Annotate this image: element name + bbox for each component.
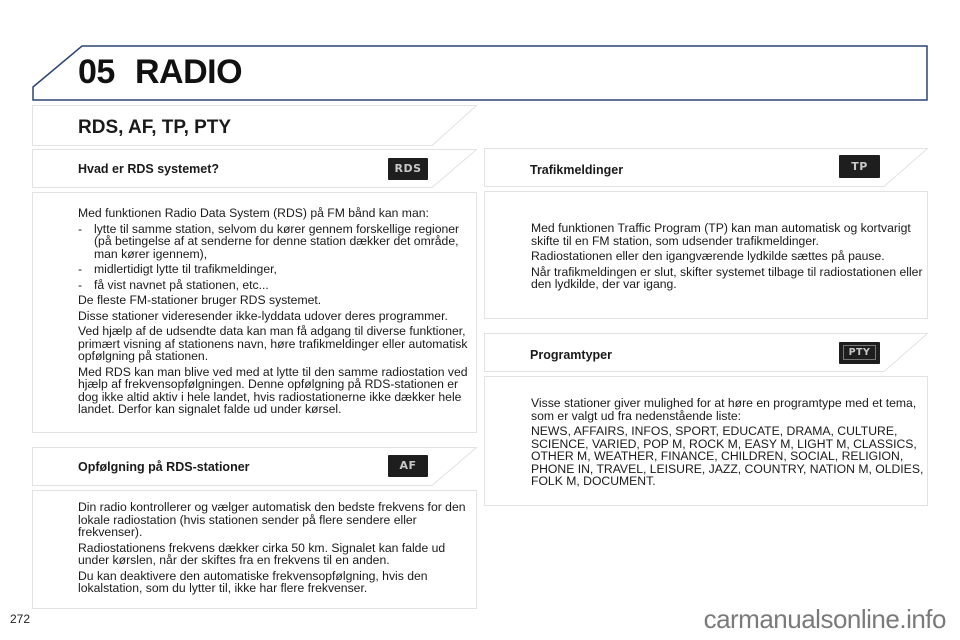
pty-type-list: NEWS, AFFAIRS, INFOS, SPORT, EDUCATE, DR… <box>531 424 924 488</box>
tp-paragraph: Når trafikmeldingen er slut, skifter sys… <box>531 264 923 291</box>
rds-paragraph: Ved hjælp af de udsendte data kan man få… <box>78 324 468 363</box>
tp-paragraph: Radiostationen eller den igangværende ly… <box>531 249 885 263</box>
heading-af-text: Opfølgning på RDS-stationer <box>78 460 250 474</box>
chapter-header: 05 RADIO <box>32 45 928 101</box>
body-tp: Med funktionen Traffic Program (TP) kan … <box>484 191 928 319</box>
pty-paragraph: Visse stationer giver mulighed for at hø… <box>531 396 917 423</box>
body-pty: Visse stationer giver mulighed for at hø… <box>484 376 928 506</box>
tp-paragraph: Med funktionen Traffic Program (TP) kan … <box>531 221 911 248</box>
heading-pty-text: Programtyper <box>530 348 612 362</box>
body-rds: Med funktionen Radio Data System (RDS) p… <box>32 192 477 433</box>
rds-paragraph: Disse stationer videresender ikke-lyddat… <box>78 308 448 323</box>
page-number: 272 <box>10 612 31 626</box>
pty-badge-icon: PTY <box>839 342 880 364</box>
af-paragraph: Radiostationens frekvens dækker cirka 50… <box>78 540 446 567</box>
list-item: lytte til samme station, selvom du kører… <box>78 222 473 261</box>
heading-rds-text: Hvad er RDS systemet? <box>78 162 220 176</box>
heading-pty: Programtyper PTY <box>484 333 928 372</box>
list-item: midlertidigt lytte til trafikmeldinger, <box>78 263 473 276</box>
section-subtitle: RDS, AF, TP, PTY <box>78 117 232 138</box>
af-badge-icon: AF <box>388 455 428 477</box>
rds-badge-icon: RDS <box>388 158 428 180</box>
heading-af: Opfølgning på RDS-stationer AF <box>32 447 477 486</box>
rds-paragraph: De fleste FM-stationer bruger RDS system… <box>78 293 322 307</box>
tp-badge-icon: TP <box>839 155 880 178</box>
heading-rds: Hvad er RDS systemet? RDS <box>32 149 477 188</box>
list-item: få vist navnet på stationen, etc... <box>78 278 473 292</box>
af-paragraph: Din radio kontrollerer og vælger automat… <box>78 500 466 539</box>
chapter-title: RADIO <box>135 53 243 91</box>
rds-bullet-list: lytte til samme station, selvom du kører… <box>78 222 473 292</box>
heading-tp-text: Trafikmeldinger <box>530 163 624 177</box>
rds-intro: Med funktionen Radio Data System (RDS) p… <box>78 206 429 220</box>
heading-tp: Trafikmeldinger TP <box>484 148 928 187</box>
watermark: carmanualsonline.info <box>703 604 947 634</box>
body-af: Din radio kontrollerer og vælger automat… <box>32 490 477 609</box>
chapter-number: 05 <box>78 53 115 91</box>
chapter-frame <box>32 45 928 101</box>
af-paragraph: Du kan deaktivere den automatiske frekve… <box>78 568 428 595</box>
rds-paragraph: Med RDS kan man blive ved med at lytte t… <box>78 364 468 416</box>
subtitle-bar: RDS, AF, TP, PTY <box>32 105 477 146</box>
